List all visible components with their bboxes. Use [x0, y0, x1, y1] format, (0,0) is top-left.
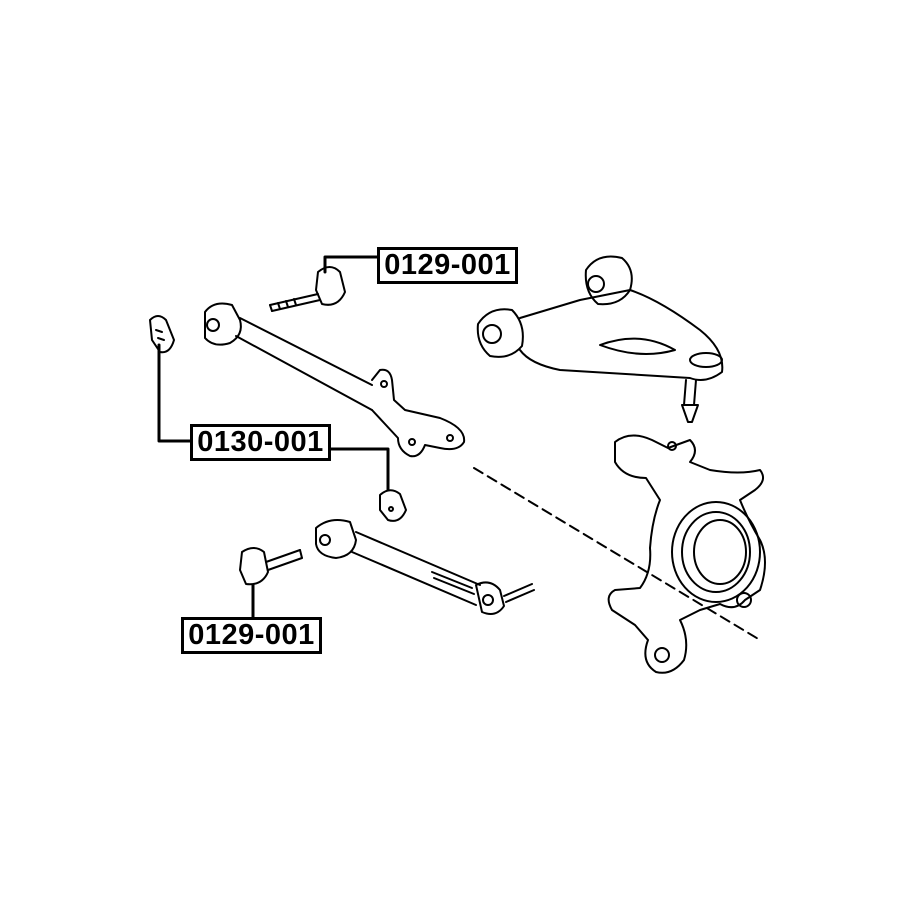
part-callout-0130-001: 0130-001	[190, 424, 331, 461]
upper-control-arm	[476, 255, 724, 423]
lower-lateral-arm	[315, 519, 535, 615]
bushing-bolt-bottom	[239, 547, 303, 586]
bushing-left	[149, 315, 175, 354]
knuckle-hub	[607, 434, 766, 674]
part-callout-0129-001-bottom: 0129-001	[181, 617, 322, 654]
bushing-middle	[379, 489, 407, 522]
dashed-axis-line	[473, 467, 761, 641]
part-callout-0129-001-top: 0129-001	[377, 247, 518, 284]
bushing-bolt-top	[269, 266, 346, 312]
upper-lateral-arm	[204, 302, 466, 458]
